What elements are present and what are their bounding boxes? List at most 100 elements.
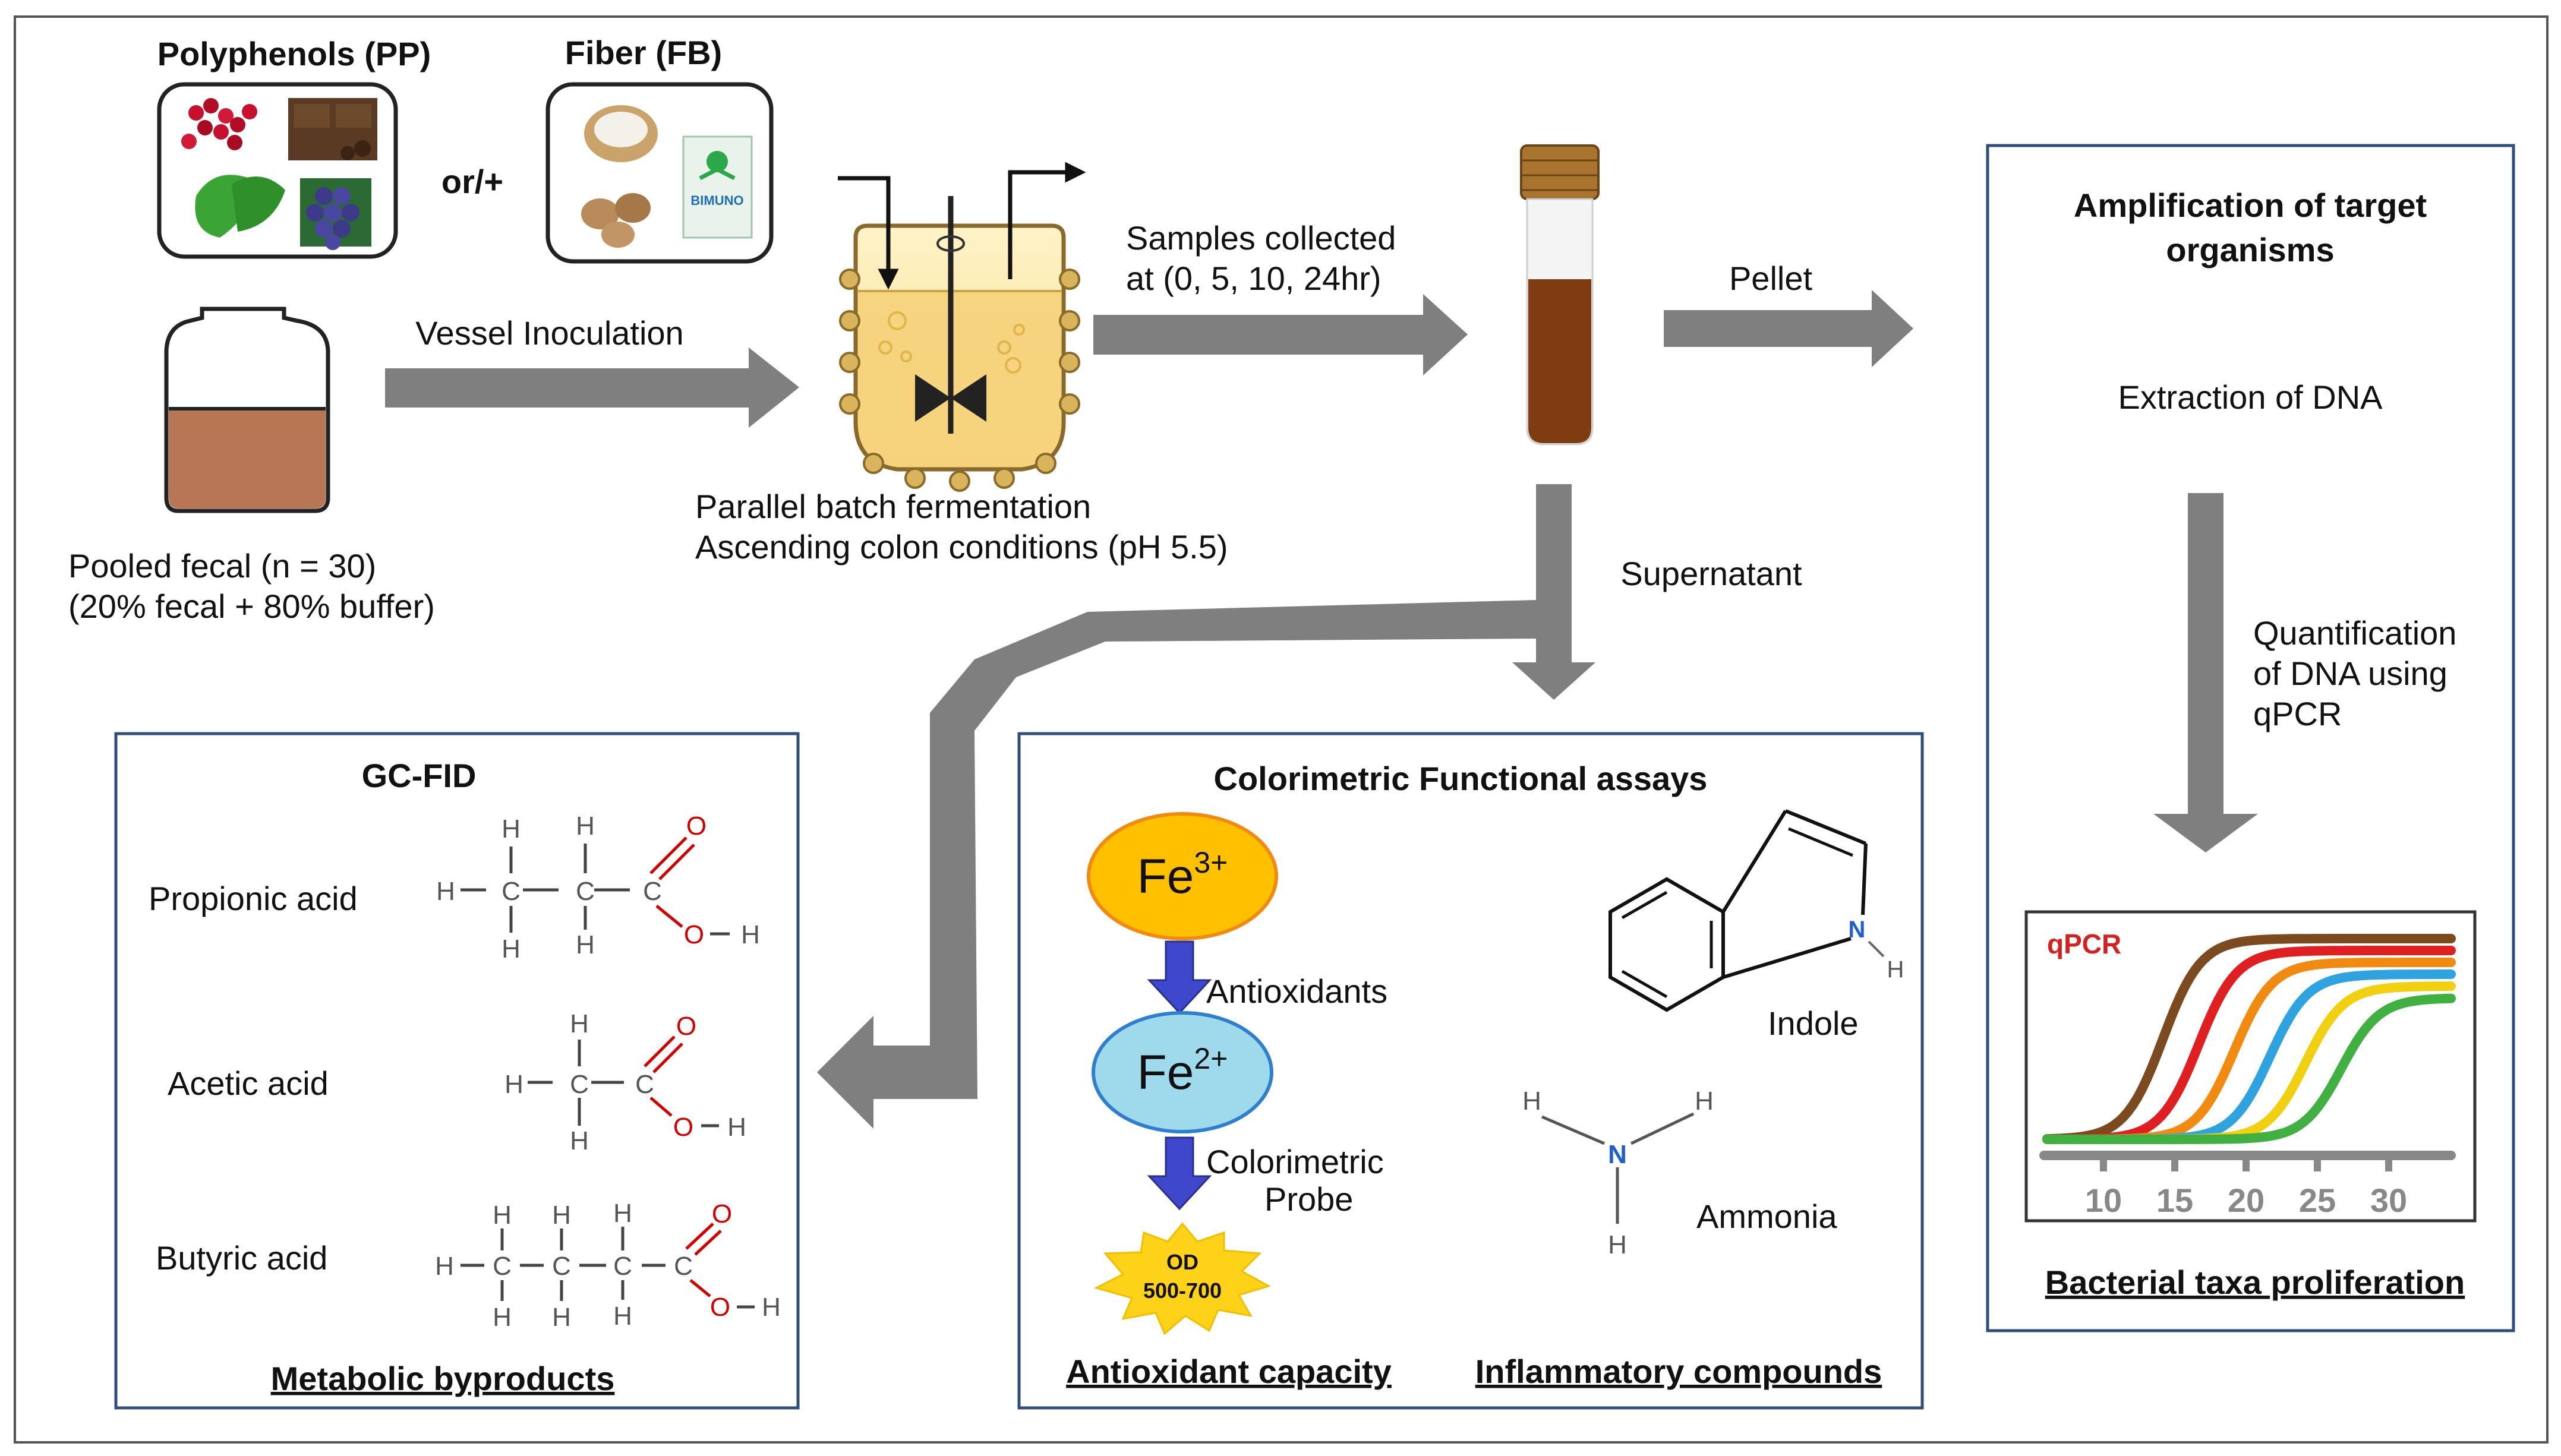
fiber-product-box: BIMUNO: [682, 135, 753, 239]
probe-line2: Probe: [1264, 1180, 1353, 1218]
gc-panel: [114, 732, 800, 1410]
samples-line2: at (0, 5, 10, 24hr): [1126, 260, 1382, 297]
fe3-symbol: Fe: [1137, 849, 1194, 904]
ammonia-label: Ammonia: [1696, 1198, 1837, 1235]
sample-tube: [1520, 144, 1600, 446]
ammonia-h: H: [1522, 1087, 1541, 1116]
ammonia-h: H: [1695, 1087, 1714, 1116]
inoculation-arrow: [385, 348, 799, 428]
qpcr-tick-label: 15: [2156, 1182, 2193, 1219]
acetic-acid-structure: H C C H H O O H: [504, 1009, 746, 1155]
fe3-ellipse: Fe3+: [1087, 812, 1278, 940]
od-burst: OD 500-700: [1093, 1222, 1271, 1335]
svg-text:Fe3+: Fe3+: [1137, 846, 1228, 904]
probe-line1: Colorimetric: [1206, 1143, 1384, 1180]
polyphenols-title: Polyphenols (PP): [157, 35, 431, 72]
quant-line3: qPCR: [2253, 695, 2342, 732]
outer-frame: [14, 15, 2549, 1444]
atom-h: H: [436, 877, 455, 906]
gc-title: GC-FID: [362, 757, 477, 794]
leaves-image: [195, 175, 285, 238]
dna-quant-arrow: [2153, 493, 2258, 852]
probe-arrow: [1147, 1136, 1212, 1211]
fe2-ellipse: Fe2+: [1092, 1011, 1273, 1133]
dna-title-line2: organisms: [2166, 231, 2334, 269]
atom-c: C: [643, 877, 662, 906]
flour-image: [584, 105, 658, 162]
indole-n: N: [1849, 917, 1866, 943]
atom-h: H: [741, 920, 760, 949]
qpcr-tick-mark: [2314, 1158, 2321, 1171]
nuts-image: [581, 193, 651, 248]
qpcr-tick-mark: [2171, 1158, 2178, 1171]
fe3-charge: 3+: [1194, 846, 1228, 879]
atom-h: H: [502, 814, 521, 844]
atom-o: O: [712, 1199, 732, 1228]
grapes-image: [300, 178, 371, 250]
butyric-acid-label: Butyric acid: [156, 1239, 327, 1277]
qpcr-label: qPCR: [2047, 928, 2121, 959]
bioreactor-vessel: [838, 162, 1086, 492]
qpcr-chart: qPCR 10 15 20 25 30: [2024, 910, 2477, 1223]
colorimetric-title: Colorimetric Functional assays: [1214, 760, 1708, 797]
antioxidants-label: Antioxidants: [1206, 972, 1387, 1010]
atom-h: H: [576, 811, 595, 841]
atom-h: H: [504, 1070, 523, 1099]
fermentation-line1: Parallel batch fermentation: [695, 488, 1091, 525]
atom-h: H: [493, 1201, 512, 1230]
quant-line2: of DNA using: [2253, 655, 2448, 692]
atom-h: H: [493, 1303, 512, 1332]
butyric-acid-structure: H C C C C H H H H H H O O H: [435, 1199, 781, 1332]
atom-c: C: [613, 1252, 632, 1281]
dna-title-line1: Amplification of target: [2074, 187, 2427, 224]
polyphenol-images: [181, 98, 377, 250]
dna-extraction-label: Extraction of DNA: [2118, 378, 2383, 416]
svg-text:Fe2+: Fe2+: [1137, 1042, 1228, 1100]
pellet-label: Pellet: [1729, 260, 1813, 297]
atom-h: H: [613, 1302, 632, 1331]
indole-h: H: [1887, 956, 1904, 983]
atom-c: C: [635, 1070, 654, 1099]
antioxidant-footer: Antioxidant capacity: [1066, 1353, 1392, 1390]
atom-c: C: [674, 1252, 693, 1281]
atom-h: H: [570, 1009, 589, 1038]
sampling-arrow: [1093, 294, 1468, 375]
indole-label: Indole: [1768, 1005, 1859, 1042]
qpcr-tick-label: 20: [2228, 1182, 2264, 1219]
ammonia-structure: N H H H: [1522, 1087, 1714, 1259]
dna-footer: Bacterial taxa proliferation: [2045, 1264, 2465, 1301]
atom-h: H: [435, 1252, 454, 1281]
pooled-fecal-line1: Pooled fecal (n = 30): [68, 547, 376, 585]
atom-o: O: [710, 1293, 730, 1322]
qpcr-ticks: 10 15 20 25 30: [2085, 1158, 2407, 1219]
atom-c: C: [502, 877, 521, 906]
qpcr-tick-mark: [2385, 1158, 2392, 1171]
qpcr-tick-label: 25: [2299, 1182, 2336, 1219]
supernatant-label: Supernatant: [1620, 555, 1802, 592]
propionic-acid-structure: H C C C H H H H O O H: [436, 811, 760, 964]
indole-structure: N H: [1608, 809, 1904, 1012]
fiber-product-label: BIMUNO: [690, 193, 743, 208]
metabolic-arrow: [817, 600, 1536, 1129]
qpcr-tick-label: 10: [2085, 1182, 2122, 1219]
atom-h: H: [727, 1113, 746, 1142]
od-line1: OD: [1166, 1250, 1199, 1274]
atom-c: C: [576, 877, 595, 906]
supernatant-arrow: [1512, 484, 1595, 700]
qpcr-tick-label: 30: [2370, 1182, 2407, 1219]
qpcr-curve: [2042, 993, 2456, 1144]
fecal-bottle: [164, 307, 330, 513]
atom-o: O: [684, 920, 704, 949]
peppercorn-image: [181, 98, 257, 150]
pooled-fecal-line2: (20% fecal + 80% buffer): [68, 588, 435, 625]
qpcr-curve: [2042, 934, 2456, 1144]
or-plus-label: or/+: [441, 163, 503, 200]
atom-h: H: [576, 930, 595, 959]
qpcr-tick-mark: [2100, 1158, 2107, 1171]
atom-o: O: [673, 1113, 693, 1142]
atom-o: O: [686, 811, 707, 841]
fiber-title: Fiber (FB): [565, 34, 722, 71]
atom-h: H: [762, 1293, 781, 1322]
antioxidant-arrow: [1147, 940, 1212, 1015]
